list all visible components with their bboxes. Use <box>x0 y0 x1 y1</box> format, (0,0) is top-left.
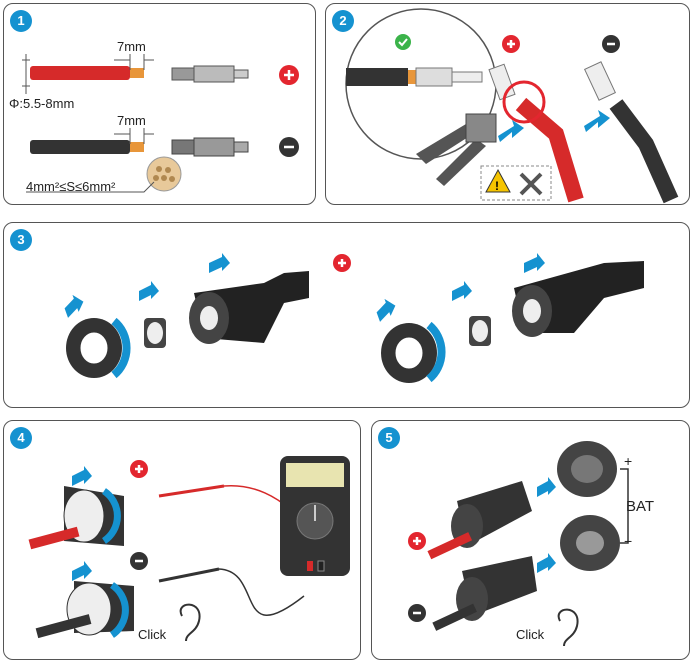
crimp-highlight <box>502 80 546 124</box>
bat-minus-label: − <box>624 533 633 549</box>
black-cable-stripped-core <box>130 142 144 152</box>
red-cable <box>515 97 584 203</box>
multimeter-test-illustration <box>28 456 350 642</box>
crimping-illustration: ! <box>345 8 679 204</box>
bat-label: BAT <box>626 498 655 515</box>
step-number-2: 2 <box>332 10 354 32</box>
contact-pin-negative <box>171 137 249 157</box>
crimping-tool <box>416 113 497 186</box>
multimeter <box>280 456 350 576</box>
tools-icon <box>519 172 543 196</box>
battery-port-positive <box>557 441 617 497</box>
ear-icon <box>557 608 579 647</box>
strip-length-red-label: 7mm <box>117 39 146 54</box>
step-number-5: 5 <box>378 427 400 449</box>
step-number-1: 1 <box>10 10 32 32</box>
connector-assembly-illustration <box>64 253 644 383</box>
svg-text:!: ! <box>495 179 499 193</box>
wire-cross-section <box>146 156 182 192</box>
positive-cable-connector <box>427 481 532 560</box>
strip-length-black-label: 7mm <box>117 113 146 128</box>
cable-preparation-illustration <box>22 54 299 193</box>
warning-icon <box>485 168 511 193</box>
bat-plus-label: + <box>624 453 633 469</box>
positive-assembly <box>64 253 309 379</box>
click-label: Click <box>138 627 167 642</box>
panel-step-3: 3 <box>3 222 690 408</box>
positive-connector-under-test <box>28 486 124 550</box>
click-label: Click <box>516 627 545 642</box>
panel-step-1: 1 7mm Φ:5.5-8 <box>3 3 316 205</box>
battery-port-negative <box>560 515 620 571</box>
red-cable-stripped-core <box>130 68 144 78</box>
panel-step-4: 4 <box>3 420 361 660</box>
black-test-lead <box>158 567 220 583</box>
cross-section-label: 4mm²≤S≤6mm² <box>26 179 116 194</box>
diameter-label: Φ:5.5-8mm <box>9 96 75 111</box>
contact-pin-positive <box>171 65 249 83</box>
check-icon <box>395 34 411 50</box>
negative-cable-connector <box>432 556 537 631</box>
negative-connector-under-test <box>35 581 134 639</box>
arrow-icon <box>584 110 610 132</box>
red-test-lead <box>158 484 225 498</box>
panel-step-2: 2 ! <box>325 3 690 205</box>
step-number-4: 4 <box>10 427 32 449</box>
black-cable <box>30 140 130 154</box>
step-number-3: 3 <box>10 229 32 251</box>
negative-assembly <box>376 253 644 383</box>
battery-connection-illustration <box>408 441 629 647</box>
red-cable <box>30 66 130 80</box>
ear-icon <box>179 603 201 642</box>
panel-step-5: 5 + BAT − Click <box>371 420 690 660</box>
bat-bracket <box>620 468 629 544</box>
black-cable <box>609 99 679 204</box>
arrow-icon <box>498 120 524 142</box>
